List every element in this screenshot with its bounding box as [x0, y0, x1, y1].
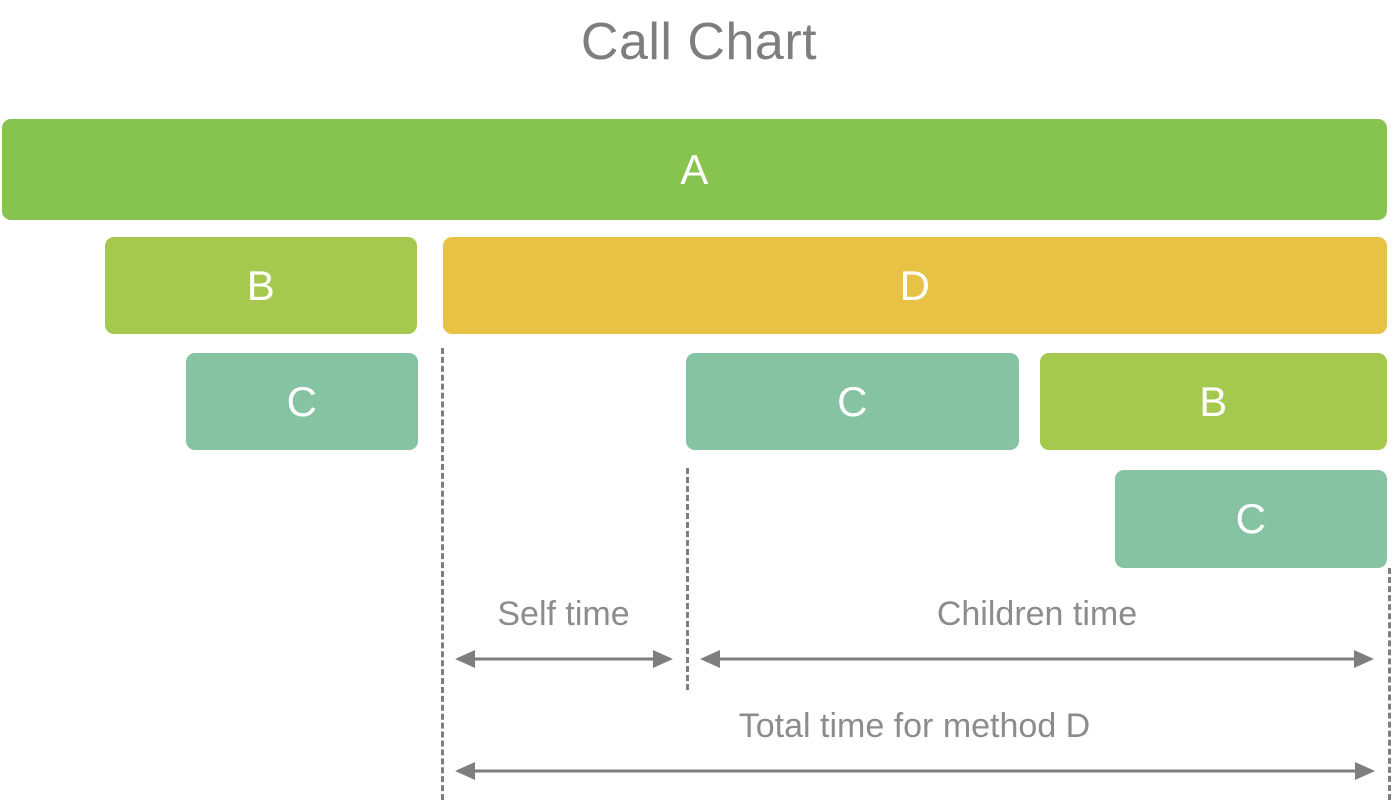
measure-arrow-children-time — [700, 646, 1374, 672]
flame-frame-b[interactable]: B — [1040, 353, 1387, 450]
flame-frame-c[interactable]: C — [686, 353, 1019, 450]
flame-frame-label: C — [837, 377, 868, 425]
flame-frame-c[interactable]: C — [186, 353, 418, 450]
page-title: Call Chart — [580, 13, 818, 71]
measure-arrow-self-time — [455, 646, 673, 672]
flame-frame-d[interactable]: D — [443, 237, 1387, 334]
measure-label-self-time: Self time — [497, 595, 630, 633]
flame-frame-label: C — [286, 377, 318, 425]
guide-line-d-start — [441, 348, 444, 800]
flame-frame-c[interactable]: C — [1115, 470, 1387, 568]
guide-line-d-self-end — [686, 468, 689, 690]
flame-frame-label: C — [1235, 495, 1267, 542]
flame-frame-label: B — [246, 261, 276, 309]
measure-label-total-time: Total time for method D — [738, 707, 1091, 745]
measure-label-children-time: Children time — [936, 595, 1138, 633]
flame-frame-a[interactable]: A — [2, 119, 1387, 220]
flame-frame-label: B — [1199, 377, 1228, 425]
flame-frame-b[interactable]: B — [105, 237, 417, 334]
flame-frame-label: A — [680, 145, 709, 193]
measure-arrow-total-time — [455, 758, 1375, 784]
flame-frame-label: D — [899, 261, 931, 309]
guide-line-d-end — [1388, 568, 1391, 800]
